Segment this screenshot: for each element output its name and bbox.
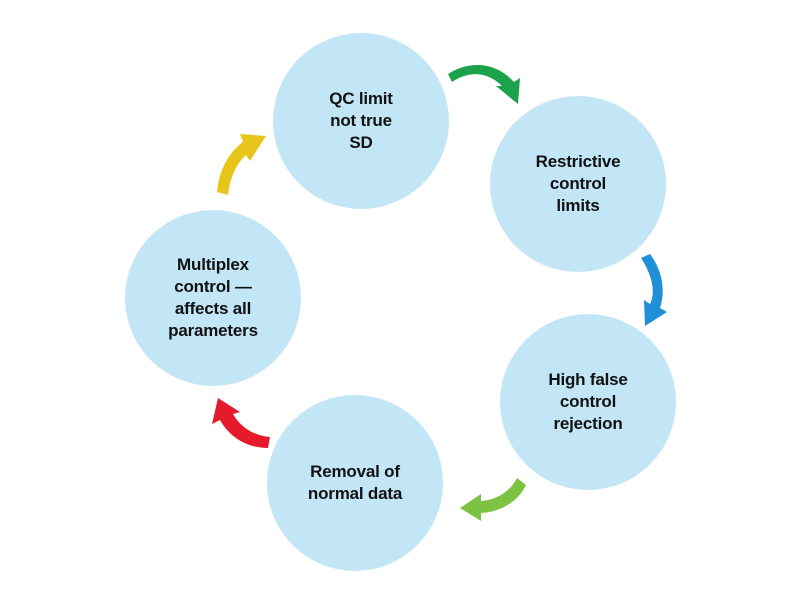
node-removal-of-normal-data-label: Removal of normal data bbox=[307, 462, 403, 503]
node-high-false-control-rejection: High false control rejection bbox=[500, 314, 676, 490]
arrow-restrictive-to-high-false-icon bbox=[641, 254, 667, 326]
node-qc-limit-label: QC limit not true SD bbox=[329, 89, 393, 152]
node-qc-limit: QC limit not true SD bbox=[273, 33, 449, 209]
node-multiplex-control-label: Multiplex control — affects all paramete… bbox=[168, 255, 258, 340]
arrow-multiplex-to-qc-icon bbox=[217, 134, 266, 195]
arrow-removal-to-multiplex-icon bbox=[212, 398, 270, 448]
node-high-false-control-rejection-label: High false control rejection bbox=[548, 370, 628, 433]
node-restrictive-control-limits: Restrictive control limits bbox=[490, 96, 666, 272]
node-multiplex-control: Multiplex control — affects all paramete… bbox=[125, 210, 301, 386]
node-removal-of-normal-data: Removal of normal data bbox=[267, 395, 443, 571]
arrow-high-false-to-removal-icon bbox=[460, 478, 526, 521]
node-restrictive-control-limits-label: Restrictive control limits bbox=[535, 152, 621, 215]
arrow-qc-to-restrictive-icon bbox=[448, 64, 520, 104]
